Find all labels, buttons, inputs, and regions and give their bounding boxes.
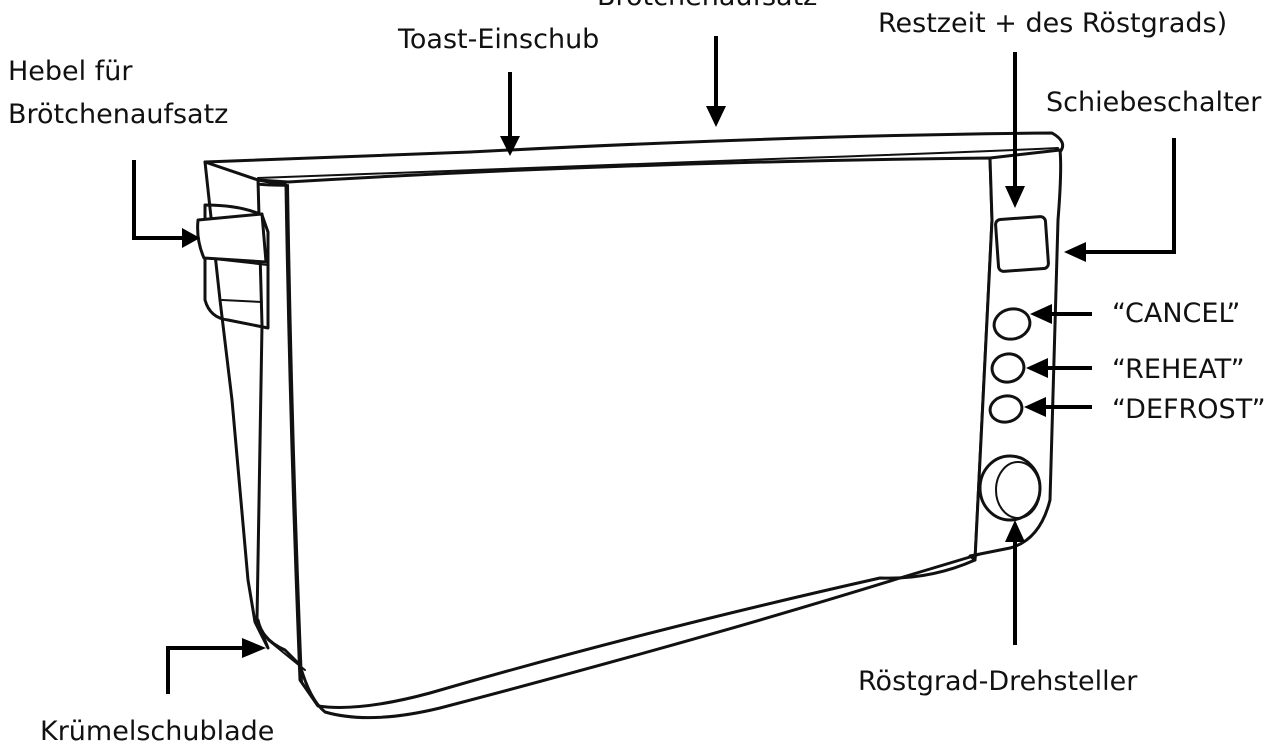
- leader-lines: [132, 36, 1176, 694]
- arrowhead-crumb-tray: [242, 638, 266, 658]
- label-lever-line2: Brötchenaufsatz: [8, 99, 228, 130]
- toaster-front-panel: [256, 156, 994, 709]
- bun-lever-handle: [196, 212, 268, 264]
- bun-lever-shadow: [204, 257, 269, 266]
- label-dial: Röstgrad-Drehsteller: [858, 666, 1138, 697]
- arrowhead-bun-rack: [706, 106, 726, 127]
- arrowhead-reheat: [1026, 358, 1048, 378]
- toaster-illustration: [196, 131, 1065, 720]
- reheat-button: [990, 352, 1026, 384]
- toaster-base-inner: [267, 639, 306, 671]
- defrost-button: [988, 394, 1024, 424]
- label-reheat: “REHEAT”: [1112, 354, 1245, 385]
- browning-dial-outer: [978, 454, 1042, 522]
- arrowhead-toast-slot: [500, 136, 520, 156]
- toaster-top-rim: [257, 147, 1059, 179]
- front-panel-edge: [287, 184, 303, 683]
- arrowhead-display: [1005, 186, 1025, 208]
- label-cancel: “CANCEL”: [1112, 298, 1240, 329]
- label-slide-switch: Schiebeschalter: [1046, 87, 1262, 118]
- leader-slide-switch: [1082, 138, 1176, 254]
- arrowhead-cancel: [1030, 304, 1052, 324]
- arrowhead-dial: [1005, 520, 1025, 542]
- arrowhead-lever: [182, 228, 200, 248]
- labels: Hebel für Brötchenaufsatz Toast-Einschub…: [8, 0, 1266, 747]
- arrowhead-defrost: [1024, 397, 1046, 417]
- label-toast-slot: Toast-Einschub: [397, 24, 599, 55]
- leader-lever: [132, 160, 188, 240]
- cancel-button: [992, 307, 1032, 341]
- leader-crumb-tray: [166, 646, 246, 694]
- arrowhead-slide-switch: [1064, 242, 1086, 262]
- label-crumb-tray: Krümelschublade: [40, 716, 274, 747]
- label-defrost: “DEFROST”: [1112, 394, 1266, 425]
- label-display: Restzeit + des Röstgrads): [878, 8, 1227, 39]
- bun-lever-slot: [203, 203, 270, 330]
- display-window: [994, 215, 1050, 273]
- label-bun-rack: Brötchenaufsatz: [597, 0, 817, 12]
- browning-dial-inner: [995, 461, 1041, 519]
- lever-slot-bottom: [221, 299, 263, 303]
- label-lever-line1: Hebel für: [8, 56, 133, 87]
